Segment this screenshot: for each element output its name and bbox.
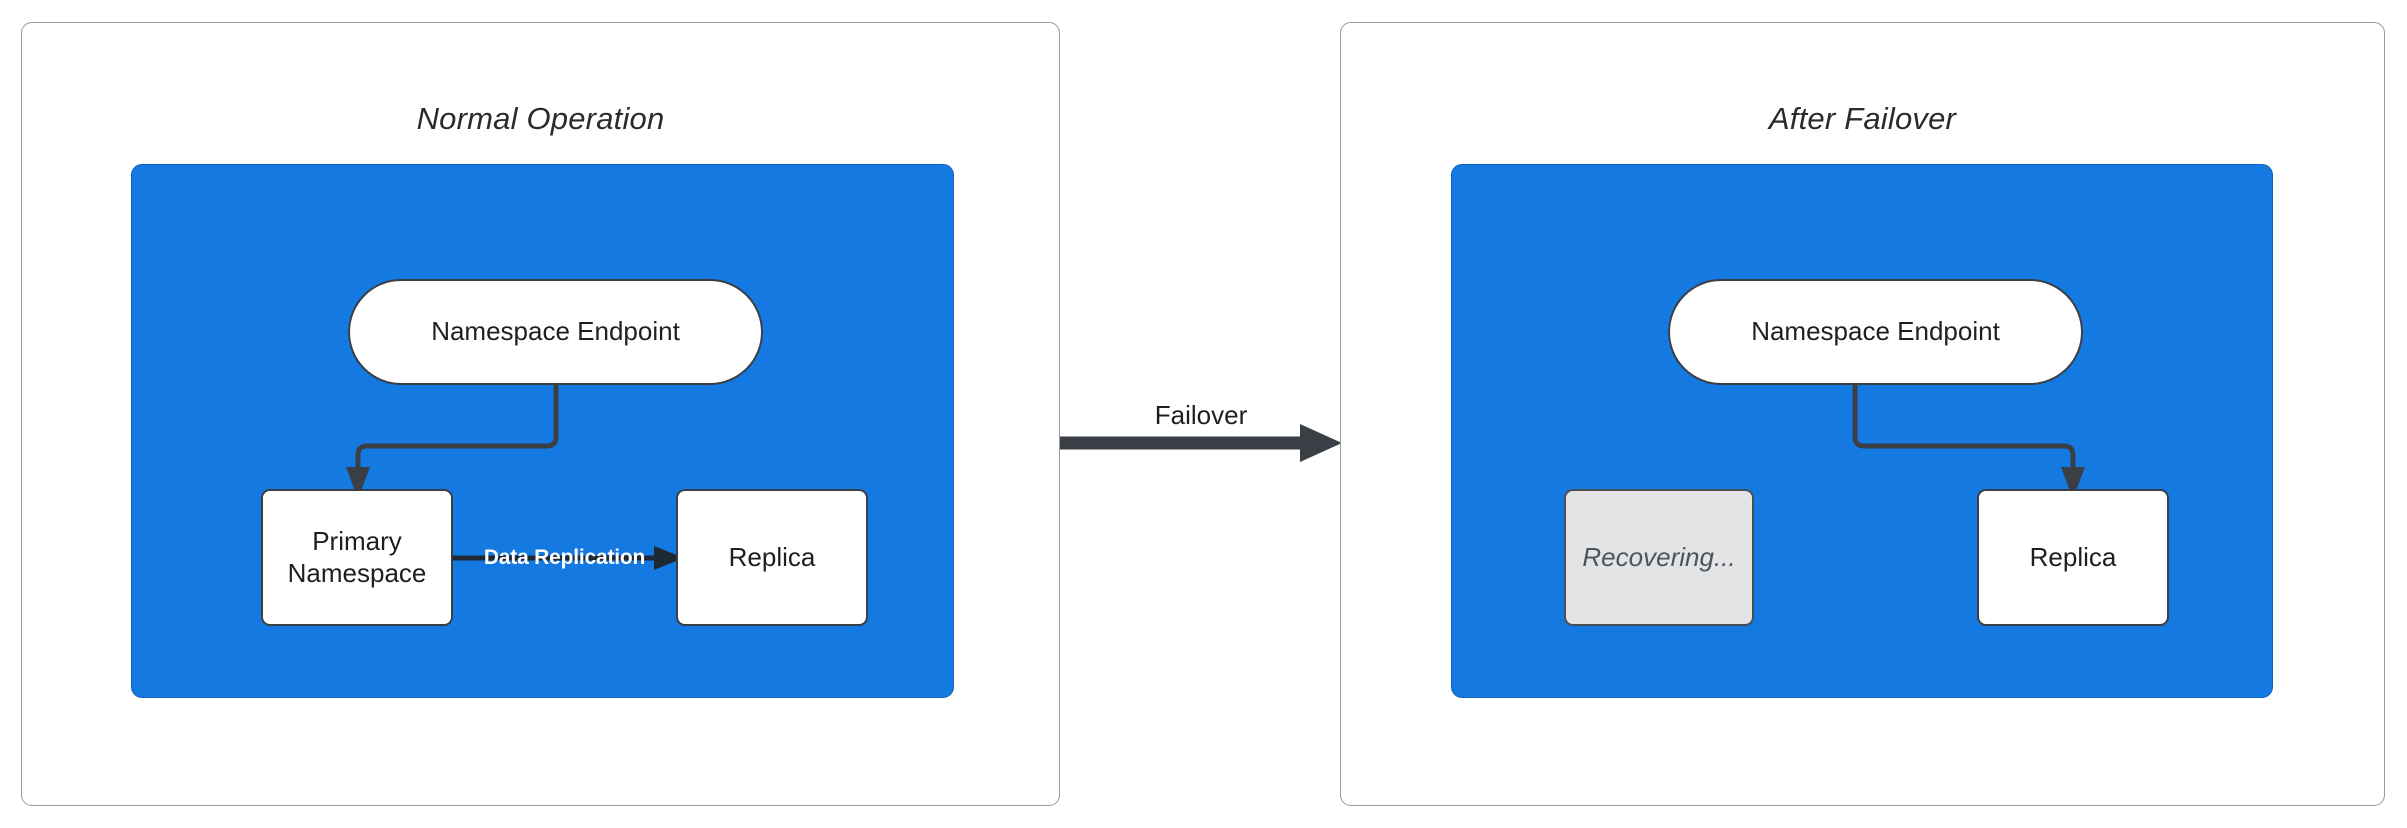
node-primary-namespace[interactable]: Primary Namespace (261, 489, 453, 626)
panel-normal-operation: Normal Operation Namespace Endpoint Prim… (21, 22, 1060, 806)
transition-failover-label: Failover (1154, 400, 1248, 430)
region-after-failover: Namespace Endpoint Recovering... Replica (1451, 164, 2273, 698)
panel-after-failover: After Failover Namespace Endpoint Recove… (1340, 22, 2385, 806)
node-primary-namespace-line2: Namespace (287, 557, 427, 588)
node-replica-normal[interactable]: Replica (676, 489, 868, 626)
panel-title-normal-operation: Normal Operation (416, 101, 665, 136)
node-primary-namespace-line1: Primary (312, 525, 402, 556)
node-namespace-endpoint-failover[interactable]: Namespace Endpoint (1668, 279, 2083, 385)
node-namespace-endpoint-normal[interactable]: Namespace Endpoint (348, 279, 763, 385)
region-normal-operation: Namespace Endpoint Primary Namespace Dat… (131, 164, 954, 698)
node-replica-failover[interactable]: Replica (1977, 489, 2169, 626)
transition-failover-arrow (1060, 424, 1342, 462)
panel-title-after-failover: After Failover (1768, 101, 1957, 136)
edge-label-data-replication: Data Replication (483, 546, 646, 569)
transition-failover: Failover (1060, 400, 1342, 490)
node-recovering: Recovering... (1564, 489, 1754, 626)
